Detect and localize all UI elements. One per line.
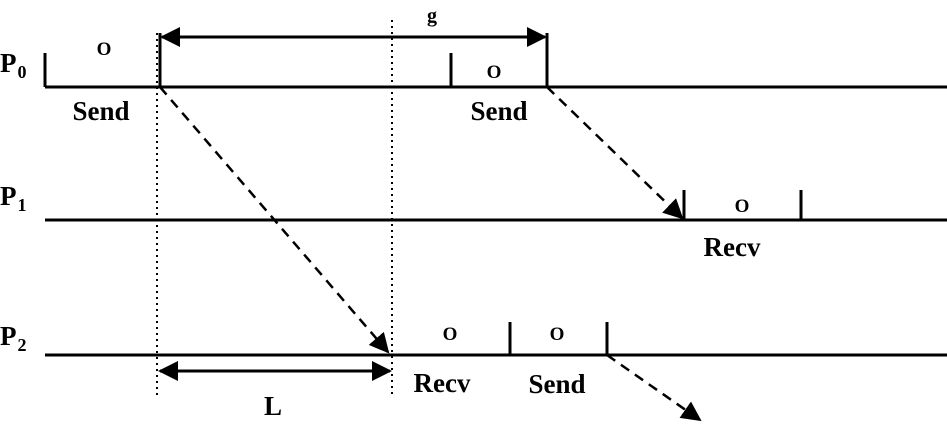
gap-label: g: [427, 5, 437, 27]
message-arrow-p2-out: [606, 353, 702, 422]
overhead-label-p1-recv: O: [735, 196, 750, 217]
overhead-label-p2-send: O: [550, 324, 565, 345]
send-label-p0-first: Send: [72, 96, 129, 126]
recv-label-p2: Recv: [414, 368, 471, 398]
process-label-p2: P2: [0, 321, 27, 355]
overhead-label-p2-recv: O: [443, 324, 458, 345]
overhead-label-p0-send2: O: [487, 62, 502, 83]
recv-label-p1: Recv: [704, 232, 761, 262]
process-label-p1: P1: [0, 181, 27, 215]
latency-label: L: [264, 391, 282, 421]
process-label-p0: P0: [0, 48, 27, 82]
send-label-p2: Send: [528, 369, 585, 399]
message-arrow-p0-to-p1: [546, 86, 684, 220]
send-label-p0-second: Send: [470, 96, 527, 126]
overhead-label-p0-send1: O: [97, 39, 112, 60]
message-arrow-p0-to-p2: [159, 86, 390, 354]
